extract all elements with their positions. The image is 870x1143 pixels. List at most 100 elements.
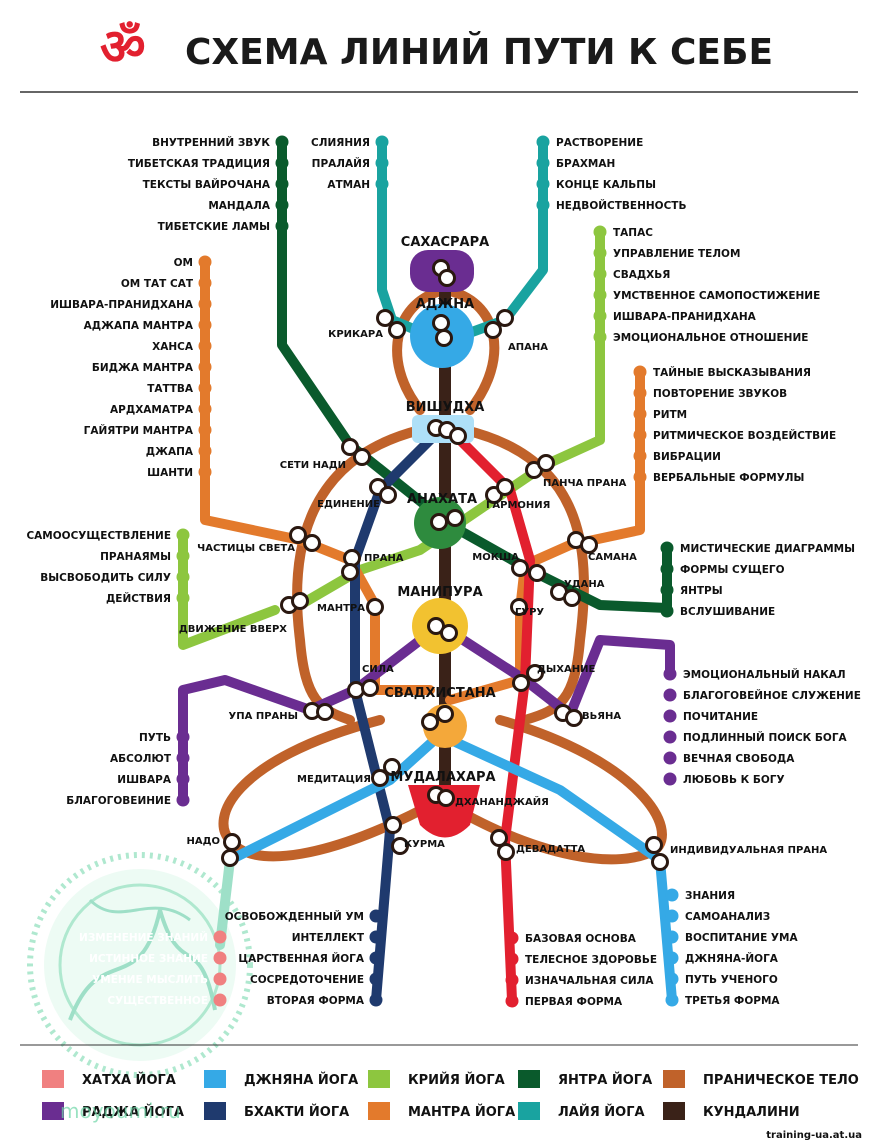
dots-layer [221,259,669,871]
terminal-dot [369,972,383,986]
terminal-dot [660,604,674,618]
terminal-label: ШАНТИ [147,467,193,479]
terminal-label: РАСТВОРЕНИЕ [556,137,643,149]
terminal-dot [593,330,607,344]
interchange-station [580,536,598,554]
terminal-label: ПОЧИТАНИЕ [683,711,758,723]
chakra-manipura: МАНИПУРА [397,585,482,600]
terminal-dot [198,318,212,332]
interchange-station [496,478,514,496]
terminal-label: УМСТВЕННОЕ САМОПОСТИЖЕНИЕ [613,290,820,302]
station-moksha: МОКША [472,552,519,563]
terminal-label: ВЕРБАЛЬНЫЕ ФОРМУЛЫ [653,472,804,484]
terminal-label: ВЫСВОБОДИТЬ СИЛУ [40,572,171,584]
terminal-label: ОМ [174,257,193,269]
terminal-dot [198,360,212,374]
interchange-station [391,837,409,855]
terminal-label: СЛИЯНИЯ [311,137,370,149]
station-mantra: МАНТРА [317,603,365,614]
station-upa-prany: УПА ПРАНЫ [229,711,298,722]
legend-swatch [368,1102,390,1120]
line-raja-right [435,620,675,720]
terminal-dot [633,407,647,421]
terminal-dot [198,255,212,269]
terminal-dot [198,297,212,311]
terminal-dot [275,219,289,233]
legend-label: ЯНТРА ЙОГА [558,1072,652,1088]
terminal-label: ТЕКСТЫ ВАЙРОЧАНА [143,178,271,191]
station-kurma: КУРМА [404,839,445,850]
terminal-label: СВАДХЬЯ [613,269,670,281]
terminal-dot [275,156,289,170]
legend-label: РАДЖА ЙОГА [82,1104,184,1120]
terminal-label: УПРАВЛЕНИЕ ТЕЛОМ [613,248,740,260]
terminal-dot [176,751,190,765]
interchange-station [316,703,334,721]
interchange-station [563,589,581,607]
legend-label: БХАКТИ ЙОГА [244,1104,349,1120]
interchange-station [490,829,508,847]
terminal-dot [665,909,679,923]
terminal-label: ОМ ТАТ САТ [121,278,194,290]
station-dyhanie: ДЫХАНИЕ [537,664,595,675]
interchange-station [221,849,239,867]
station-individualnaya: ИНДИВИДУАЛЬНАЯ ПРАНА [670,845,827,856]
interchange-station [484,321,502,339]
terminal-dot [198,276,212,290]
terminal-dot [536,177,550,191]
station-guru: ГУРУ [515,607,544,618]
terminal-label: ВНУТРЕННИЙ ЗВУК [152,136,270,149]
terminal-label: ЭМОЦИОНАЛЬНЫЙ НАКАЛ [683,668,846,681]
terminal-dot [633,449,647,463]
terminal-dot [660,562,674,576]
line-pranic-lower-left [218,715,445,862]
terminal-dot [375,177,389,191]
legend-swatch [663,1070,685,1088]
terminal-label: ДЖАПА [146,446,194,458]
terminal-label: ОСВОБОЖДЕННЫЙ УМ [225,910,364,923]
interchange-station [291,592,309,610]
station-labels: КРИКАРА АПАНА СЕТИ НАДИ ПАНЧА ПРАНА ЕДИН… [179,329,828,856]
terminal-label: УМЕНИЕ МЫСЛИТЬ [92,974,208,986]
terminal-label: ДЕЙСТВИЯ [106,592,171,605]
terminal-dot [198,339,212,353]
terminal-dot [369,993,383,1007]
header: ॐ СХЕМА ЛИНИЙ ПУТИ К СЕБЕ [20,18,858,93]
station-samana: САМАНА [588,552,637,563]
chakra-labels: САХАСРАРА АДЖНА ВИШУДХА АНАХАТА МАНИПУРА… [384,235,495,785]
terminal-dot [593,246,607,260]
terminal-dot [176,772,190,786]
station-garmonia: ГАРМОНИЯ [486,500,550,511]
muladhara-blob [408,785,480,838]
terminal-dot [593,309,607,323]
station-meditatsia: МЕДИТАЦИЯ [297,774,371,785]
terminal-label: ПРАЛАЙЯ [312,157,370,170]
station-vyana: ВЬЯНА [582,711,621,722]
terminal-dot [176,528,190,542]
terminal-dot [665,972,679,986]
terminal-label: ВСЛУШИВАНИЕ [680,606,775,618]
terminal-dot [505,994,519,1008]
terminal-dot [536,198,550,212]
station-apana: АПАНА [508,342,548,353]
legend-label: ПРАНИЧЕСКОЕ ТЕЛО [703,1073,859,1088]
terminal-dot [275,198,289,212]
terminal-label: СОСРЕДОТОЧЕНИЕ [250,974,364,986]
terminal-dot [176,793,190,807]
interchange-station [421,713,439,731]
terminal-label: МИСТИЧЕСКИЕ ДИАГРАММЫ [680,543,855,555]
terminal-label: ВЕЧНАЯ СВОБОДА [683,753,795,765]
terminal-dot [536,135,550,149]
terminal-dot [176,570,190,584]
terminal-label: ПУТЬ [139,732,171,744]
terminal-label: ЗНАНИЯ [685,890,735,902]
legend-swatch [204,1070,226,1088]
terminal-label: АДЖАПА МАНТРА [84,320,194,332]
terminal-dot [633,470,647,484]
legend-label: МАНТРА ЙОГА [408,1104,515,1120]
legend-swatch [42,1070,64,1088]
terminal-dot [665,951,679,965]
